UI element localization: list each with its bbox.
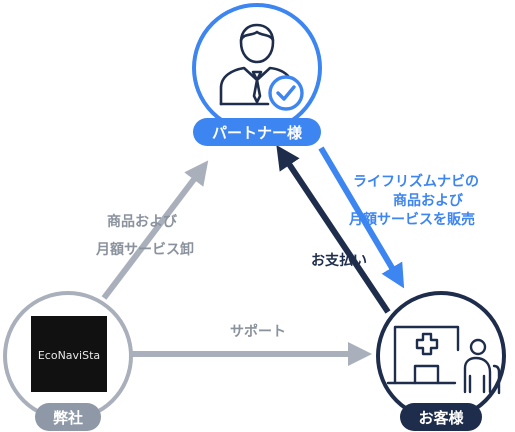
company-logo <box>31 316 107 392</box>
businessman-with-check-icon <box>219 23 291 106</box>
company-label: 弊社 <box>53 409 83 427</box>
partner-label: パートナー様 <box>212 124 303 142</box>
check-badge-icon <box>268 75 304 111</box>
customer-label: お客様 <box>418 409 464 427</box>
customer-node: お客様 <box>376 291 506 431</box>
partner-to-customer-label-line3: 月額サービスを販売 <box>348 211 475 228</box>
company-node: EcoNaviSta 弊社 <box>3 291 133 431</box>
partner-node: パートナー様 <box>192 3 322 146</box>
customer-label-pill <box>400 403 482 431</box>
arrow-partner-to-customer <box>318 146 405 289</box>
company-to-partner-label-line1: 商品および <box>107 213 178 230</box>
partner-label-pill <box>193 118 321 146</box>
hospital-and-elderly-person-icon <box>386 325 501 395</box>
partner-to-customer-label-line1: ライフリズムナビの <box>353 173 479 190</box>
arrow-customer-to-partner <box>276 145 391 314</box>
company-label-pill <box>35 403 101 431</box>
company-to-partner-label-line2: 月額サービス卸 <box>95 241 194 258</box>
partner-to-customer-label-line2: 商品および <box>393 192 464 209</box>
arrow-company-to-partner <box>101 160 209 300</box>
customer-to-partner-label: お支払い <box>311 252 367 269</box>
company-to-customer-label: サポート <box>230 323 286 340</box>
company-logo-text: EcoNaviSta <box>38 349 100 362</box>
